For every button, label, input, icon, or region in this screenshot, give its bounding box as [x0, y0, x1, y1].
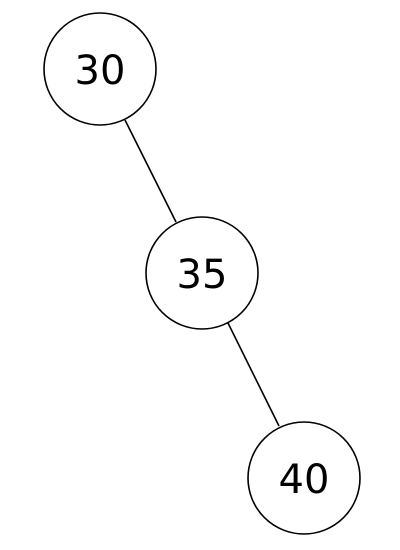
- node-label: 40: [279, 457, 330, 503]
- tree-node-40: 40: [247, 421, 361, 535]
- node-label: 35: [177, 252, 228, 298]
- node-label: 30: [75, 48, 126, 94]
- tree-node-35: 35: [145, 216, 259, 330]
- edge-30-35: [124, 119, 177, 223]
- node-circle: [145, 216, 259, 330]
- node-circle: [247, 421, 361, 535]
- node-circle: [43, 12, 157, 126]
- tree-node-30: 30: [43, 12, 157, 126]
- edge-35-40: [227, 322, 280, 427]
